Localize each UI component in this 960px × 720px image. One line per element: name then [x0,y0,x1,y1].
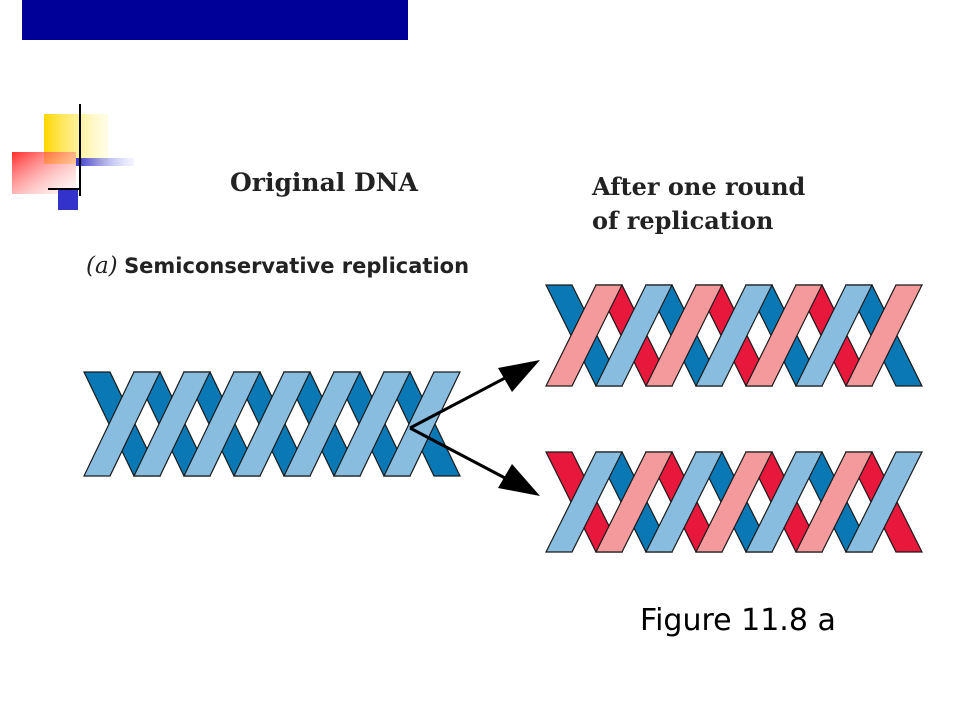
after-replication-label: After one round of replication [592,170,805,238]
helix-front-strand [545,284,623,387]
helix-front-strand [133,371,211,477]
helix-original [83,371,461,477]
deco-blue-square [58,188,78,210]
helix-front-strand [233,371,311,477]
helix-daughter-top [545,284,923,387]
helix-front-strand [645,284,723,387]
helix-front-strand [745,284,823,387]
helix-front-strand [333,371,411,477]
helix-front-strand [383,371,461,477]
helix-front-strand [695,451,773,553]
helix-front-strand [183,371,261,477]
helix-front-strand [645,451,723,553]
helix-front-strand [795,284,873,387]
figure-number: Figure 11.8 a [640,603,836,638]
helix-front-strand [845,284,923,387]
after-replication-line-1: After one round [592,172,806,201]
helix-front-strand [595,451,673,553]
title-accent-bar [22,0,408,40]
after-replication-line-2: of replication [592,206,774,235]
original-dna-label: Original DNA [230,168,418,197]
helix-front-strand [595,284,673,387]
panel-letter: (a) [86,253,118,279]
helix-front-strand [283,371,361,477]
helix-front-strand [795,451,873,553]
deco-blue-bar [76,158,134,166]
slide-corner-decoration [12,104,134,210]
arrow-to-top-daughter [409,360,540,430]
deco-red-square [12,152,76,194]
helix-front-strand [83,371,161,477]
arrow-to-bottom-daughter [409,426,540,496]
helix-front-strand [695,284,773,387]
helix-daughter-bottom [545,451,923,553]
panel-title: Semiconservative replication [124,254,470,278]
helix-front-strand [545,451,623,553]
panel-label: (a) Semiconservative replication [86,252,469,279]
helix-front-strand [845,451,923,553]
helix-front-strand [745,451,823,553]
